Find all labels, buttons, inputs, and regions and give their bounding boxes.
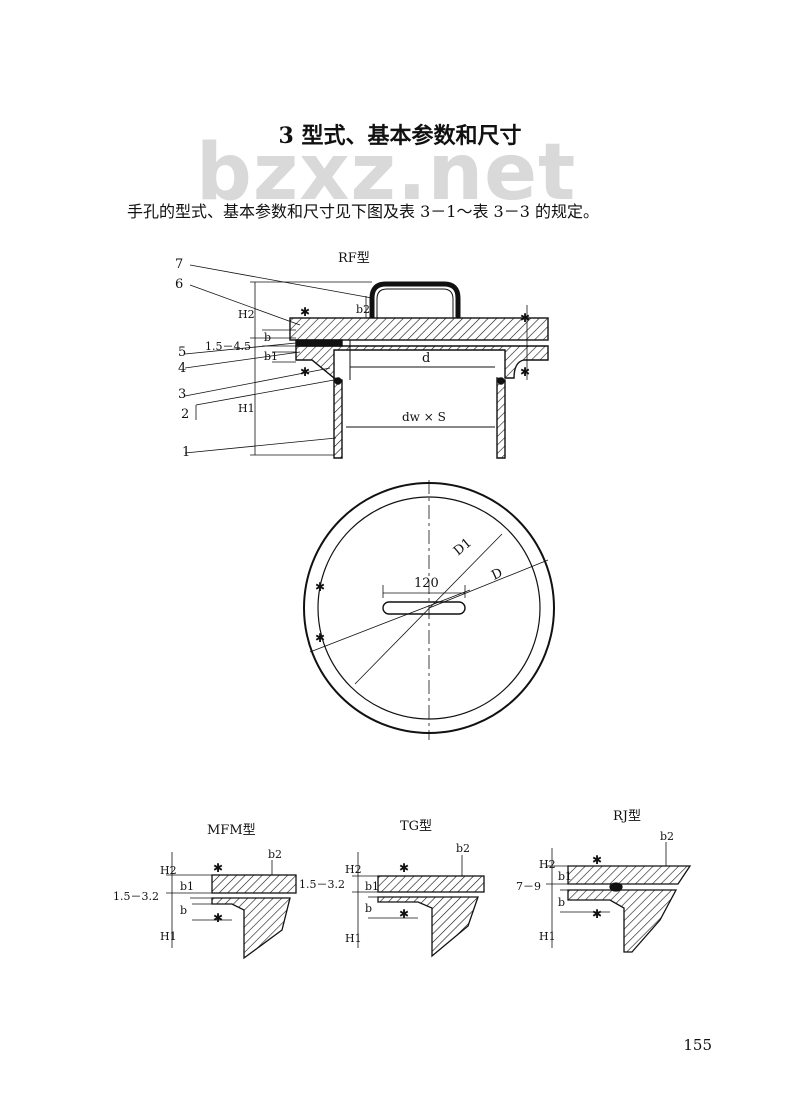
callout-1: 1: [182, 445, 190, 460]
rf-h2-label: H2: [238, 308, 255, 321]
mfm-h2: H2: [160, 864, 177, 877]
neck-pipe: [333, 377, 343, 459]
callout-2: 2: [181, 407, 189, 422]
mfm-h1: H1: [160, 930, 177, 943]
rj-b2: b2: [660, 830, 674, 843]
cover-plate: [289, 317, 549, 341]
tg-h1: H1: [345, 932, 362, 945]
callout-3: 3: [178, 387, 186, 402]
svg-text:✱: ✱: [213, 911, 223, 925]
rf-labels: 7 6 5 4 3 2 1 1.5－4.5 H2 H1 b b1 b2 d dw…: [175, 257, 446, 460]
rj-title: RJ型: [613, 809, 641, 824]
rj-gap: 7－9: [516, 880, 541, 893]
plan-d1-label: D1: [451, 536, 475, 560]
rj-b1: b1: [558, 870, 572, 883]
mfm-section-drawing: ✱ ✱: [166, 852, 297, 960]
svg-text:✱: ✱: [213, 861, 223, 875]
rj-labels: RJ型 7－9 H2 H1 b1 b b2: [516, 809, 674, 943]
mfm-gap: 1.5－3.2: [113, 890, 159, 903]
plan-d-label: D: [489, 566, 505, 584]
mfm-b1: b1: [180, 880, 194, 893]
tg-labels: TG型 1.5－3.2 H2 H1 b1 b b2: [299, 819, 470, 945]
handle: [369, 281, 461, 318]
plan-view: ✱ ✱: [303, 480, 555, 740]
svg-text:✱: ✱: [300, 305, 310, 319]
mfm-b: b: [180, 904, 187, 917]
callout-5: 5: [178, 345, 186, 360]
rf-b-label: b: [264, 331, 271, 344]
svg-text:✱: ✱: [399, 861, 409, 875]
rj-b: b: [558, 896, 565, 909]
callout-6: 6: [175, 277, 183, 292]
tg-gap: 1.5－3.2: [299, 878, 345, 891]
tg-b2: b2: [456, 842, 470, 855]
plan-120-label: 120: [414, 576, 439, 591]
svg-text:✱: ✱: [592, 853, 602, 867]
flange: [295, 345, 549, 380]
tg-h2: H2: [345, 863, 362, 876]
callout-4: 4: [178, 361, 186, 376]
svg-text:✱: ✱: [399, 907, 409, 921]
svg-text:✱: ✱: [300, 365, 310, 379]
svg-text:✱: ✱: [592, 907, 602, 921]
tg-title: TG型: [400, 819, 432, 834]
rf-h1-label: H1: [238, 402, 255, 415]
rf-section-drawing: RF型 ✱ ✱ ✱ ✱: [184, 251, 549, 459]
handle-slot: [382, 601, 466, 615]
rf-gap-label: 1.5－4.5: [205, 340, 251, 353]
svg-text:✱: ✱: [315, 580, 325, 594]
tg-b: b: [365, 902, 372, 915]
rf-d-label: d: [422, 351, 430, 366]
rf-dw-label: dw × S: [402, 410, 446, 424]
rf-b1-label: b1: [264, 350, 278, 363]
rj-h2: H2: [539, 858, 556, 871]
tg-b1: b1: [365, 880, 379, 893]
rj-section-drawing: ✱ ✱: [546, 842, 692, 953]
svg-text:✱: ✱: [520, 365, 530, 379]
mfm-labels: MFM型 1.5－3.2 H2 H1 b1 b b2: [113, 823, 282, 943]
section-heading: 3 型式、基本参数和尺寸: [278, 123, 522, 149]
page-number: 155: [683, 1036, 712, 1054]
rf-b2-label: b2: [356, 303, 370, 316]
rj-h1: H1: [539, 930, 556, 943]
rf-title: RF型: [338, 251, 370, 266]
svg-text:✱: ✱: [315, 631, 325, 645]
watermark: bzxz.net: [196, 128, 577, 218]
mfm-b2: b2: [268, 848, 282, 861]
intro-text: 手孔的型式、基本参数和尺寸见下图及表 3－1～表 3－3 的规定。: [127, 202, 599, 221]
mfm-title: MFM型: [207, 823, 256, 838]
callout-7: 7: [175, 257, 183, 272]
tg-section-drawing: ✱ ✱: [352, 852, 485, 958]
svg-text:✱: ✱: [520, 311, 530, 325]
gasket: [295, 339, 343, 347]
